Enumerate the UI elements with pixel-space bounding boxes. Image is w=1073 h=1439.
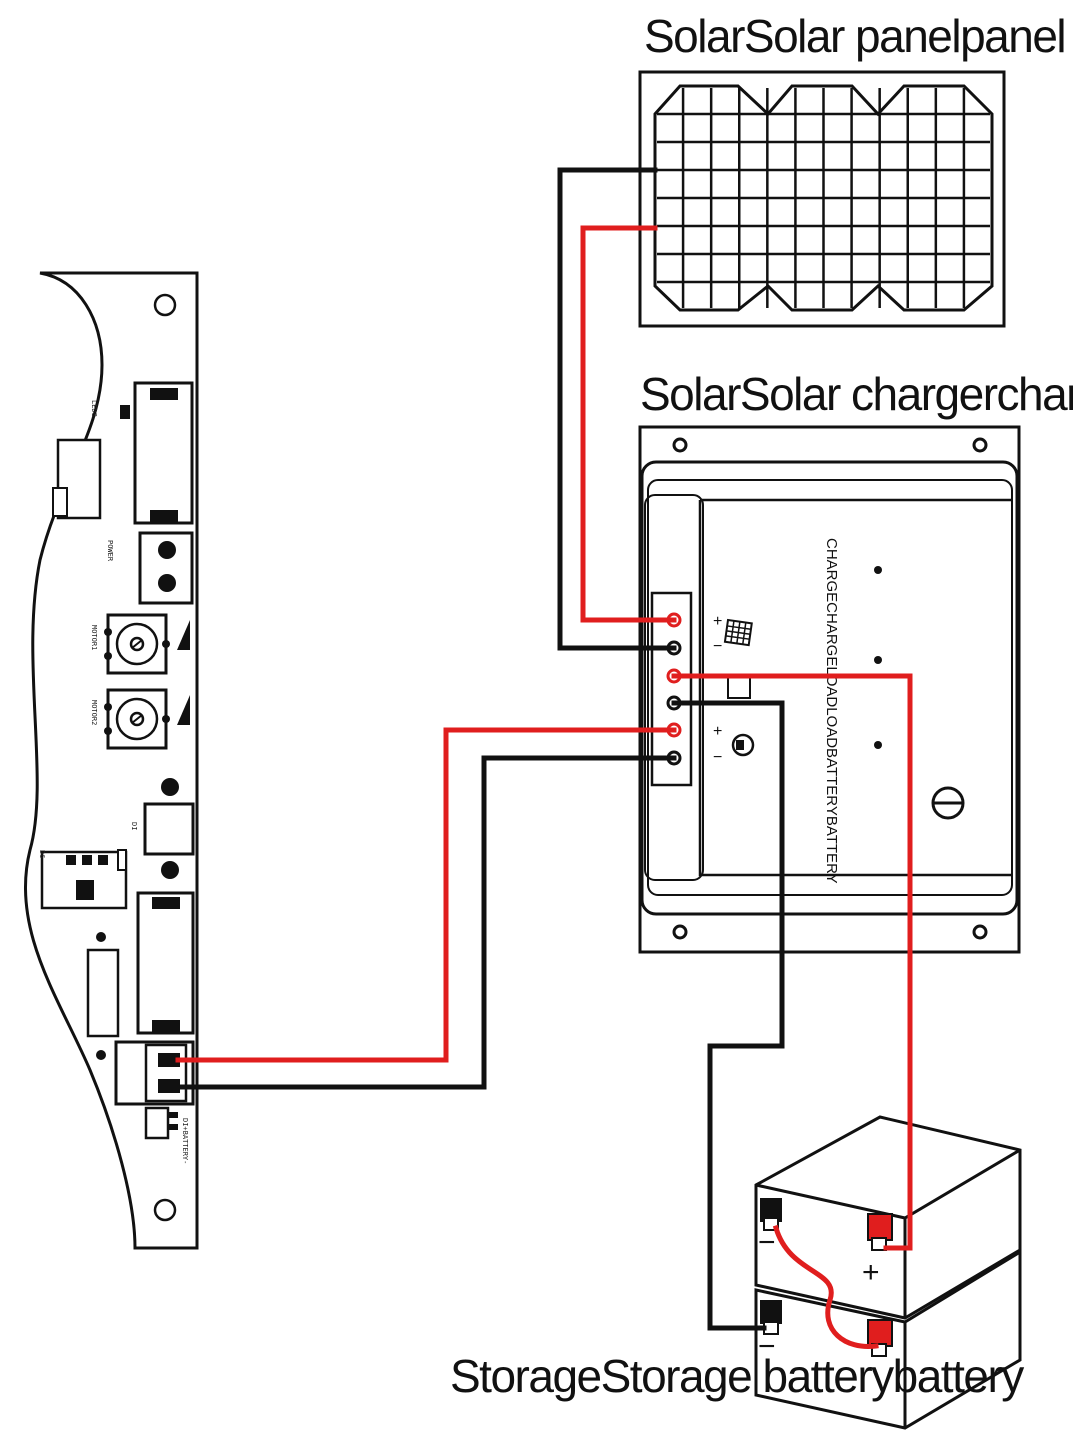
motor2-pot	[104, 688, 190, 750]
charger-body	[640, 460, 1019, 916]
battery-minus-bottom: −	[758, 1330, 776, 1363]
plus-mark: +	[713, 723, 722, 740]
battery-terminal-pos-bottom	[867, 1319, 893, 1347]
fuse	[86, 948, 120, 1038]
control-board: LED8 POWER MOTOR1 MOTOR2 DI D6 DI+BATTER…	[24, 271, 199, 1250]
battery-positive-wire	[671, 673, 913, 1251]
minus-mark: −	[713, 749, 722, 766]
sensor-block	[143, 802, 195, 856]
battery-series-link	[772, 1224, 879, 1349]
battery-plus-top: +	[862, 1256, 880, 1289]
mount-hole-bottom	[153, 1198, 177, 1222]
battery-minus-top: −	[758, 1226, 776, 1259]
silk-d6: D6	[38, 850, 46, 858]
panel-positive-wire	[580, 225, 677, 623]
solar-panel-label: SolarSolar panelpanel	[644, 10, 1065, 62]
plus-mark: +	[713, 613, 722, 630]
silk-di: DI	[130, 822, 138, 830]
solar-panel	[638, 70, 1006, 328]
storage-battery: − + −	[754, 1115, 1022, 1430]
solar-charger: + − + − CHARGECHARGELOADLOADBATTERYBATTE…	[638, 425, 1021, 954]
relay-bottom	[136, 891, 195, 1035]
power-terminal	[138, 531, 194, 605]
battery-terminal-pos-top	[867, 1213, 893, 1241]
motor1-pot	[104, 613, 190, 675]
load-icon	[727, 675, 751, 699]
board-positive-wire	[175, 727, 677, 1063]
silk-motor2: MOTOR2	[90, 700, 98, 725]
solar-charger-label: SolarSolar chargerchar	[640, 368, 1073, 420]
silk-battery: DI+BATTERY-	[181, 1118, 189, 1164]
panel-icon	[723, 618, 753, 647]
bulb-icon	[731, 733, 755, 757]
minus-mark: −	[713, 638, 722, 655]
storage-battery-label: StorageStorage batterybattery	[450, 1350, 1024, 1402]
silk-led8: LED8	[90, 400, 98, 417]
relay-top	[133, 381, 194, 525]
mount-hole-top	[153, 293, 177, 317]
charger-terminal-label: CHARGECHARGELOADLOADBATTERYBATTERY	[823, 538, 840, 884]
wiring	[175, 167, 913, 1349]
silk-power: POWER	[106, 540, 114, 562]
battery-terminal-neg-bottom	[760, 1300, 782, 1324]
battery-negative-wire	[671, 700, 785, 1331]
panel-negative-wire	[557, 167, 677, 651]
silk-motor1: MOTOR1	[90, 625, 98, 650]
battery-terminal-neg-top	[760, 1198, 782, 1222]
board-negative-wire	[175, 755, 677, 1090]
